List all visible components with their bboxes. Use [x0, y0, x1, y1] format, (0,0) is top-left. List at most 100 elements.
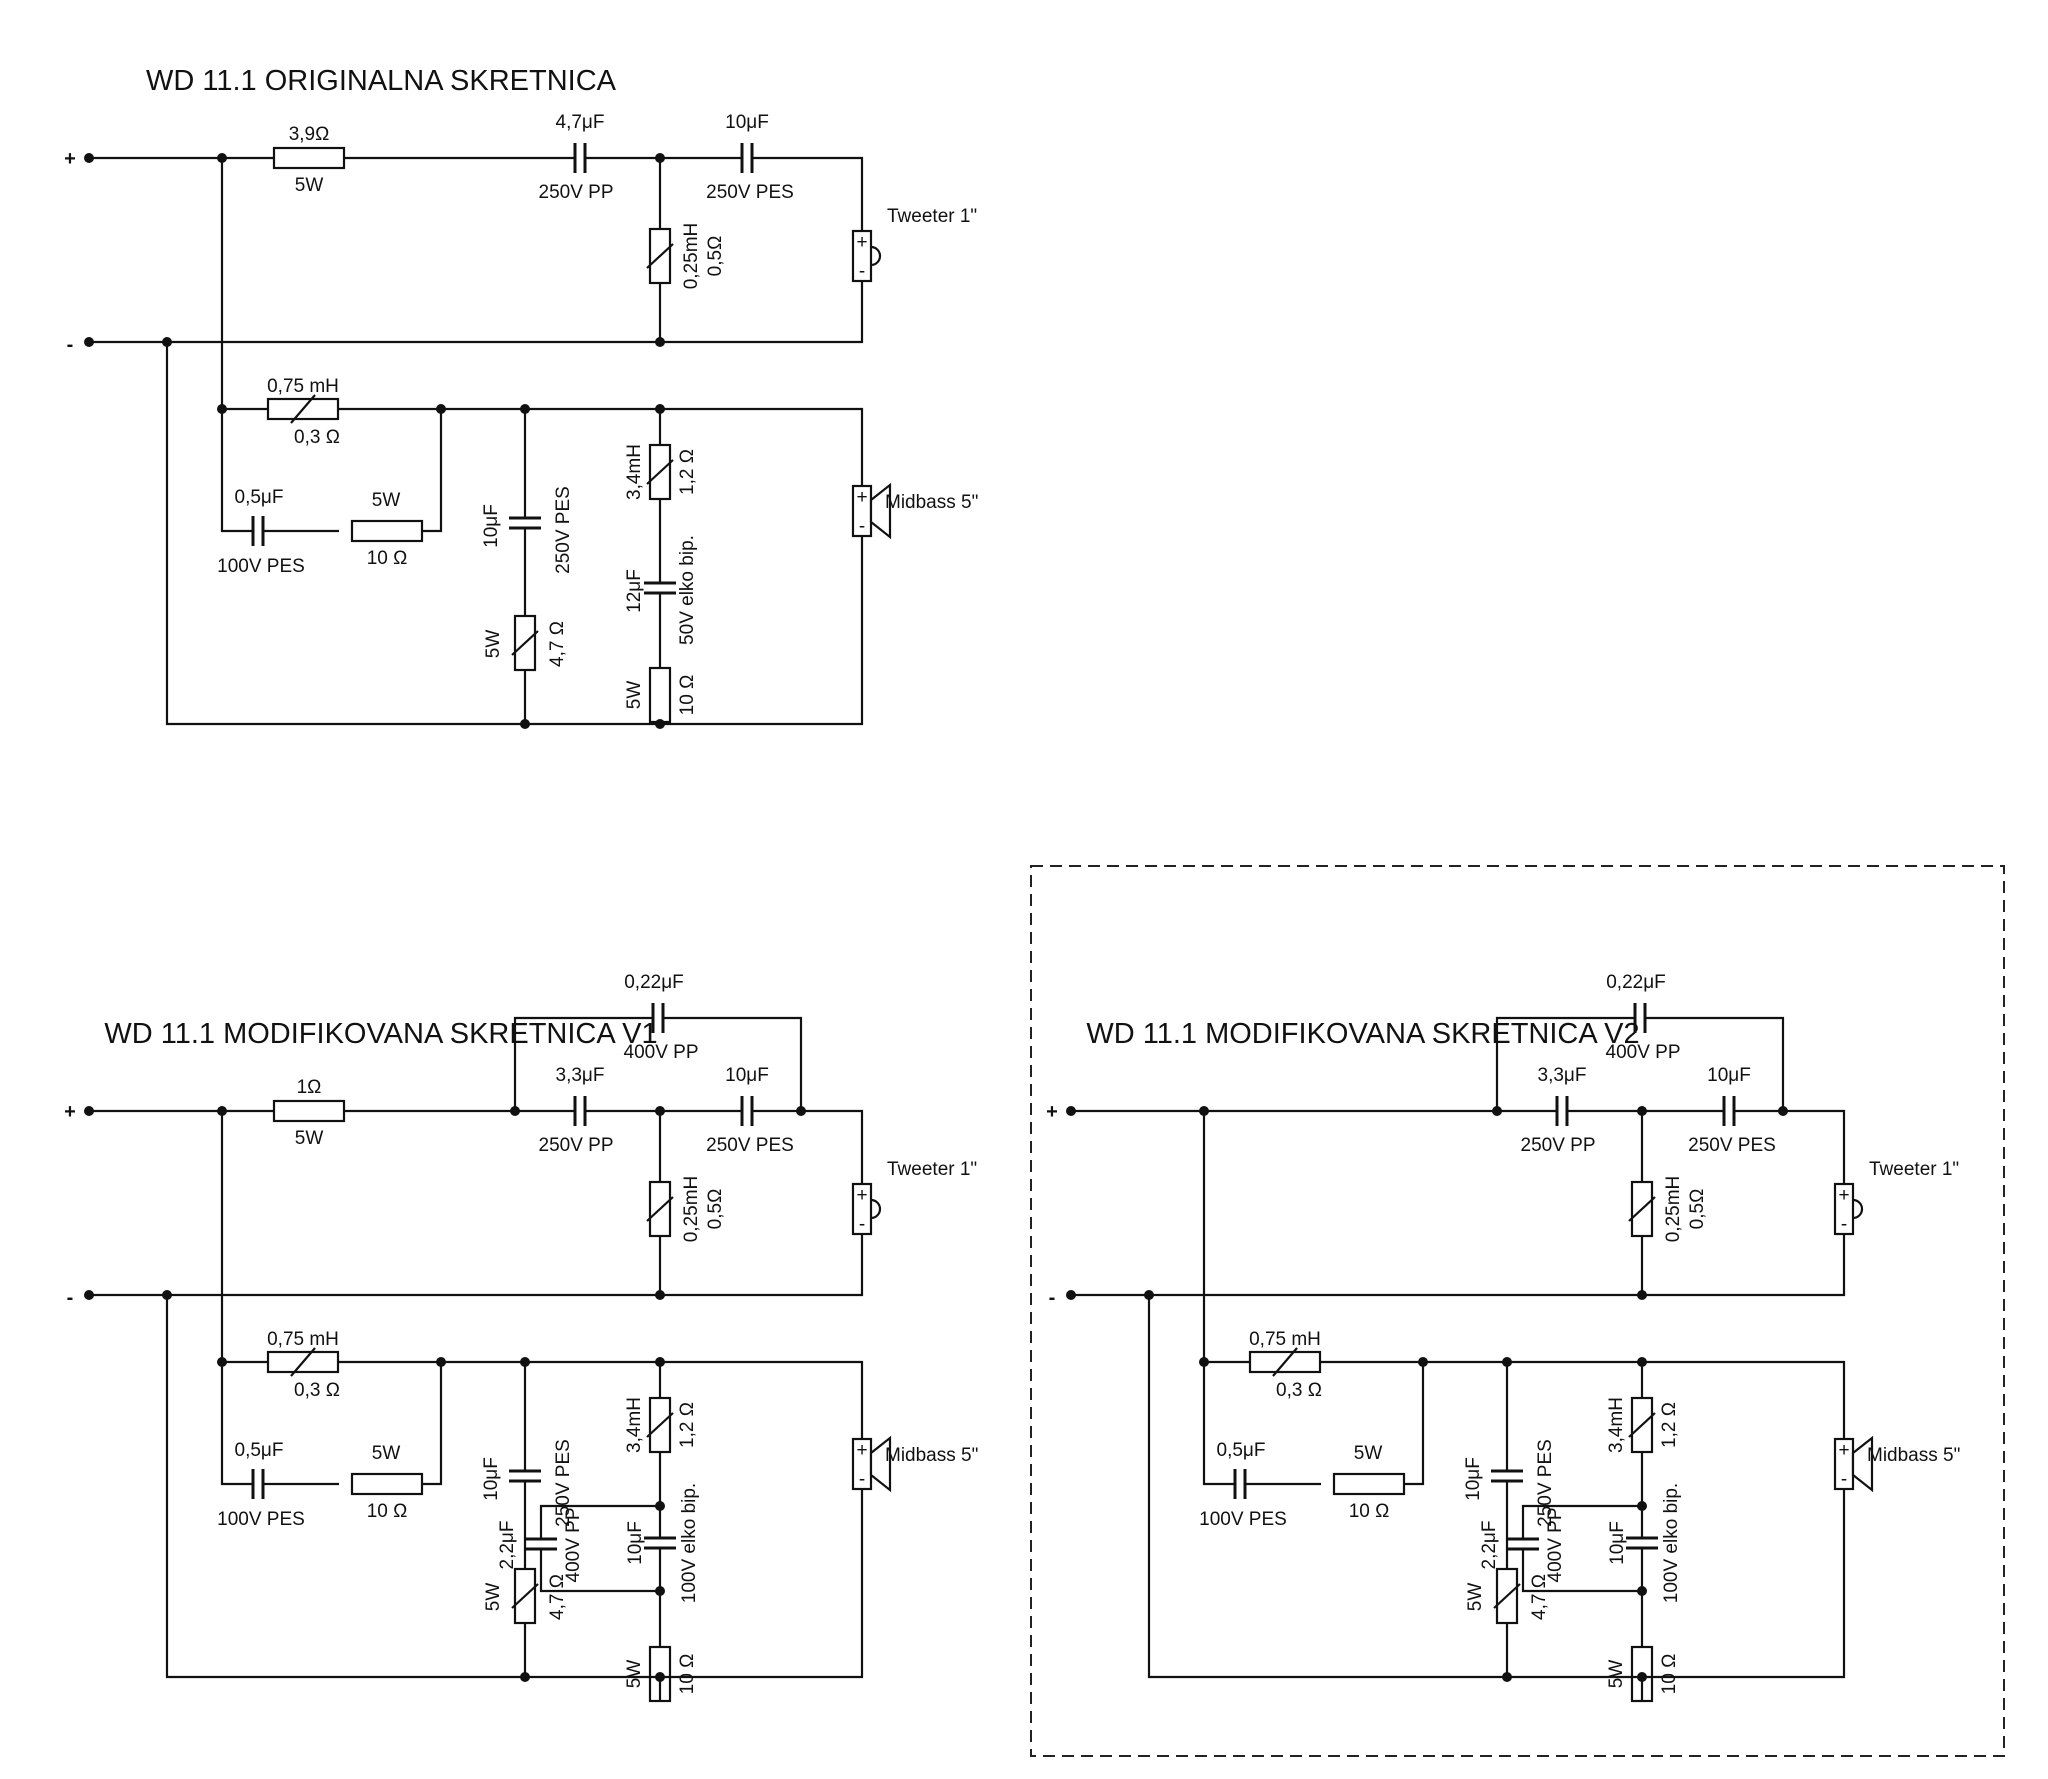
notch-parallel-capacitor: [1507, 1537, 1539, 1551]
driver-plus-mark: +: [856, 1185, 867, 1206]
tweeter-capacitor-2-value: 10μF: [725, 1065, 769, 1086]
notch-parallel-capacitor-rating: 400V PP: [1545, 1508, 1566, 1583]
wire: [220, 158, 253, 533]
midbass-shunt-resistor-value: 4,7 Ω: [1529, 1574, 1550, 1620]
driver-minus-mark: -: [859, 1469, 865, 1490]
zobel-capacitor: [251, 1469, 265, 1499]
notch-inductor-resistance: 1,2 Ω: [1659, 1402, 1680, 1448]
tweeter-capacitor-1: [1555, 1096, 1569, 1126]
inductor-stroke: [646, 243, 674, 269]
diagram-title: WD 11.1 MODIFIKOVANA SKRETNICA V1: [104, 1018, 657, 1050]
tweeter-series-resistor-power: 5W: [295, 175, 324, 196]
inductor-stroke: [290, 394, 316, 424]
driver-plus-mark: +: [856, 487, 867, 508]
tweeter-driver: +-: [1833, 1182, 1864, 1236]
notch-capacitor: [644, 581, 676, 595]
tweeter-capacitor-2: [1722, 1096, 1736, 1126]
wire: [1404, 1362, 1425, 1486]
tweeter-series-resistor-value: 3,9Ω: [289, 124, 330, 145]
tweeter-capacitor-1: [573, 143, 587, 173]
notch-inductor: [1628, 1396, 1656, 1454]
tweeter-series-resistor: [272, 146, 346, 170]
tweeter-shunt-inductor: [646, 227, 674, 285]
zobel-resistor-power: 5W: [372, 1443, 401, 1464]
zobel-capacitor-rating: 100V PES: [217, 556, 305, 577]
plus-terminal-label: +: [64, 1101, 76, 1123]
notch-capacitor-rating: 100V elko bip.: [1661, 1483, 1682, 1603]
tweeter-capacitor-2: [740, 143, 754, 173]
zobel-resistor: [1332, 1472, 1406, 1496]
wire: [663, 1016, 803, 1111]
zobel-capacitor-value: 0,5μF: [235, 1440, 284, 1461]
notch-capacitor-rating: 100V elko bip.: [679, 1483, 700, 1603]
tweeter-inductor-value: 0,25mH: [1663, 1176, 1684, 1243]
tweeter-capacitor-2-rating: 250V PES: [706, 182, 794, 203]
wire: [752, 156, 864, 231]
notch-parallel-capacitor: [525, 1537, 557, 1551]
midbass-driver-label: Midbass 5": [885, 1445, 978, 1466]
notch-resistor-value: 10 Ω: [677, 675, 698, 716]
tweeter-bypass-capacitor: [651, 1003, 665, 1033]
zobel-resistor-power: 5W: [372, 490, 401, 511]
v2-highlight-frame: [1030, 865, 2005, 1757]
zobel-resistor-value: 10 Ω: [1349, 1501, 1390, 1522]
tweeter-series-resistor-power: 5W: [295, 1128, 324, 1149]
minus-terminal-label: -: [67, 334, 74, 356]
tweeter-driver-label: Tweeter 1": [887, 206, 977, 227]
wire: [165, 1295, 864, 1679]
midbass-series-inductor: [266, 394, 340, 424]
notch-resistor: [648, 666, 672, 724]
midbass-shunt-capacitor-rating: 250V PES: [553, 486, 574, 574]
zobel-capacitor-rating: 100V PES: [1199, 1509, 1287, 1530]
driver-plus-mark: +: [1838, 1185, 1849, 1206]
inductor-stroke: [1493, 1583, 1521, 1609]
wire: [1645, 1016, 1785, 1111]
tweeter-bypass-capacitor-rating: 400V PP: [624, 1042, 699, 1063]
wire: [1320, 1360, 1846, 1439]
driver-minus-mark: -: [1841, 1214, 1847, 1235]
midbass-shunt-resistor: [511, 1567, 539, 1625]
zobel-resistor: [350, 1472, 424, 1496]
wire: [539, 1504, 660, 1539]
midbass-inductor-resistance: 0,3 Ω: [1276, 1380, 1322, 1401]
tweeter-capacitor-2-value: 10μF: [725, 112, 769, 133]
tweeter-capacitor-2: [740, 1096, 754, 1126]
midbass-driver-label: Midbass 5": [1867, 1445, 1960, 1466]
wire: [220, 1111, 253, 1486]
notch-capacitor: [644, 1536, 676, 1550]
woofer-cone: [1851, 1435, 1874, 1493]
wire: [513, 1016, 653, 1111]
wire: [1734, 1109, 1846, 1184]
zobel-resistor-value: 10 Ω: [367, 548, 408, 569]
midbass-shunt-capacitor-value: 10μF: [1463, 1457, 1484, 1501]
midbass-driver: +-: [1833, 1435, 1874, 1493]
notch-inductor-value: 3,4mH: [1606, 1397, 1627, 1453]
midbass-driver: +-: [851, 1435, 892, 1493]
notch-inductor: [646, 443, 674, 501]
midbass-shunt-capacitor-value: 10μF: [481, 504, 502, 548]
wire: [1147, 1295, 1846, 1679]
tweeter-capacitor-1-rating: 250V PP: [1521, 1135, 1596, 1156]
zobel-capacitor-rating: 100V PES: [217, 1509, 305, 1530]
inductor-stroke: [1628, 1412, 1656, 1438]
driver-plus-mark: +: [856, 232, 867, 253]
notch-capacitor-value: 10μF: [625, 1521, 646, 1565]
midbass-shunt-resistor: [1493, 1567, 1521, 1625]
zobel-capacitor-value: 0,5μF: [235, 487, 284, 508]
minus-terminal-label: -: [67, 1287, 74, 1309]
midbass-shunt-resistor-power: 5W: [1465, 1583, 1486, 1612]
notch-inductor-value: 3,4mH: [624, 1397, 645, 1453]
driver-minus-mark: -: [1841, 1469, 1847, 1490]
tweeter-capacitor-2-rating: 250V PES: [1688, 1135, 1776, 1156]
wire: [89, 281, 864, 344]
inductor-stroke: [290, 1347, 316, 1377]
midbass-shunt-resistor-power: 5W: [483, 1583, 504, 1612]
midbass-shunt-resistor-value: 4,7 Ω: [547, 1574, 568, 1620]
notch-parallel-capacitor-rating: 400V PP: [563, 1508, 584, 1583]
tweeter-inductor-value: 0,25mH: [681, 1176, 702, 1243]
midbass-shunt-resistor-power: 5W: [483, 630, 504, 659]
minus-terminal-label: -: [1049, 1287, 1056, 1309]
inductor-stroke: [646, 1412, 674, 1438]
notch-parallel-capacitor-value: 2,2μF: [497, 1521, 518, 1570]
